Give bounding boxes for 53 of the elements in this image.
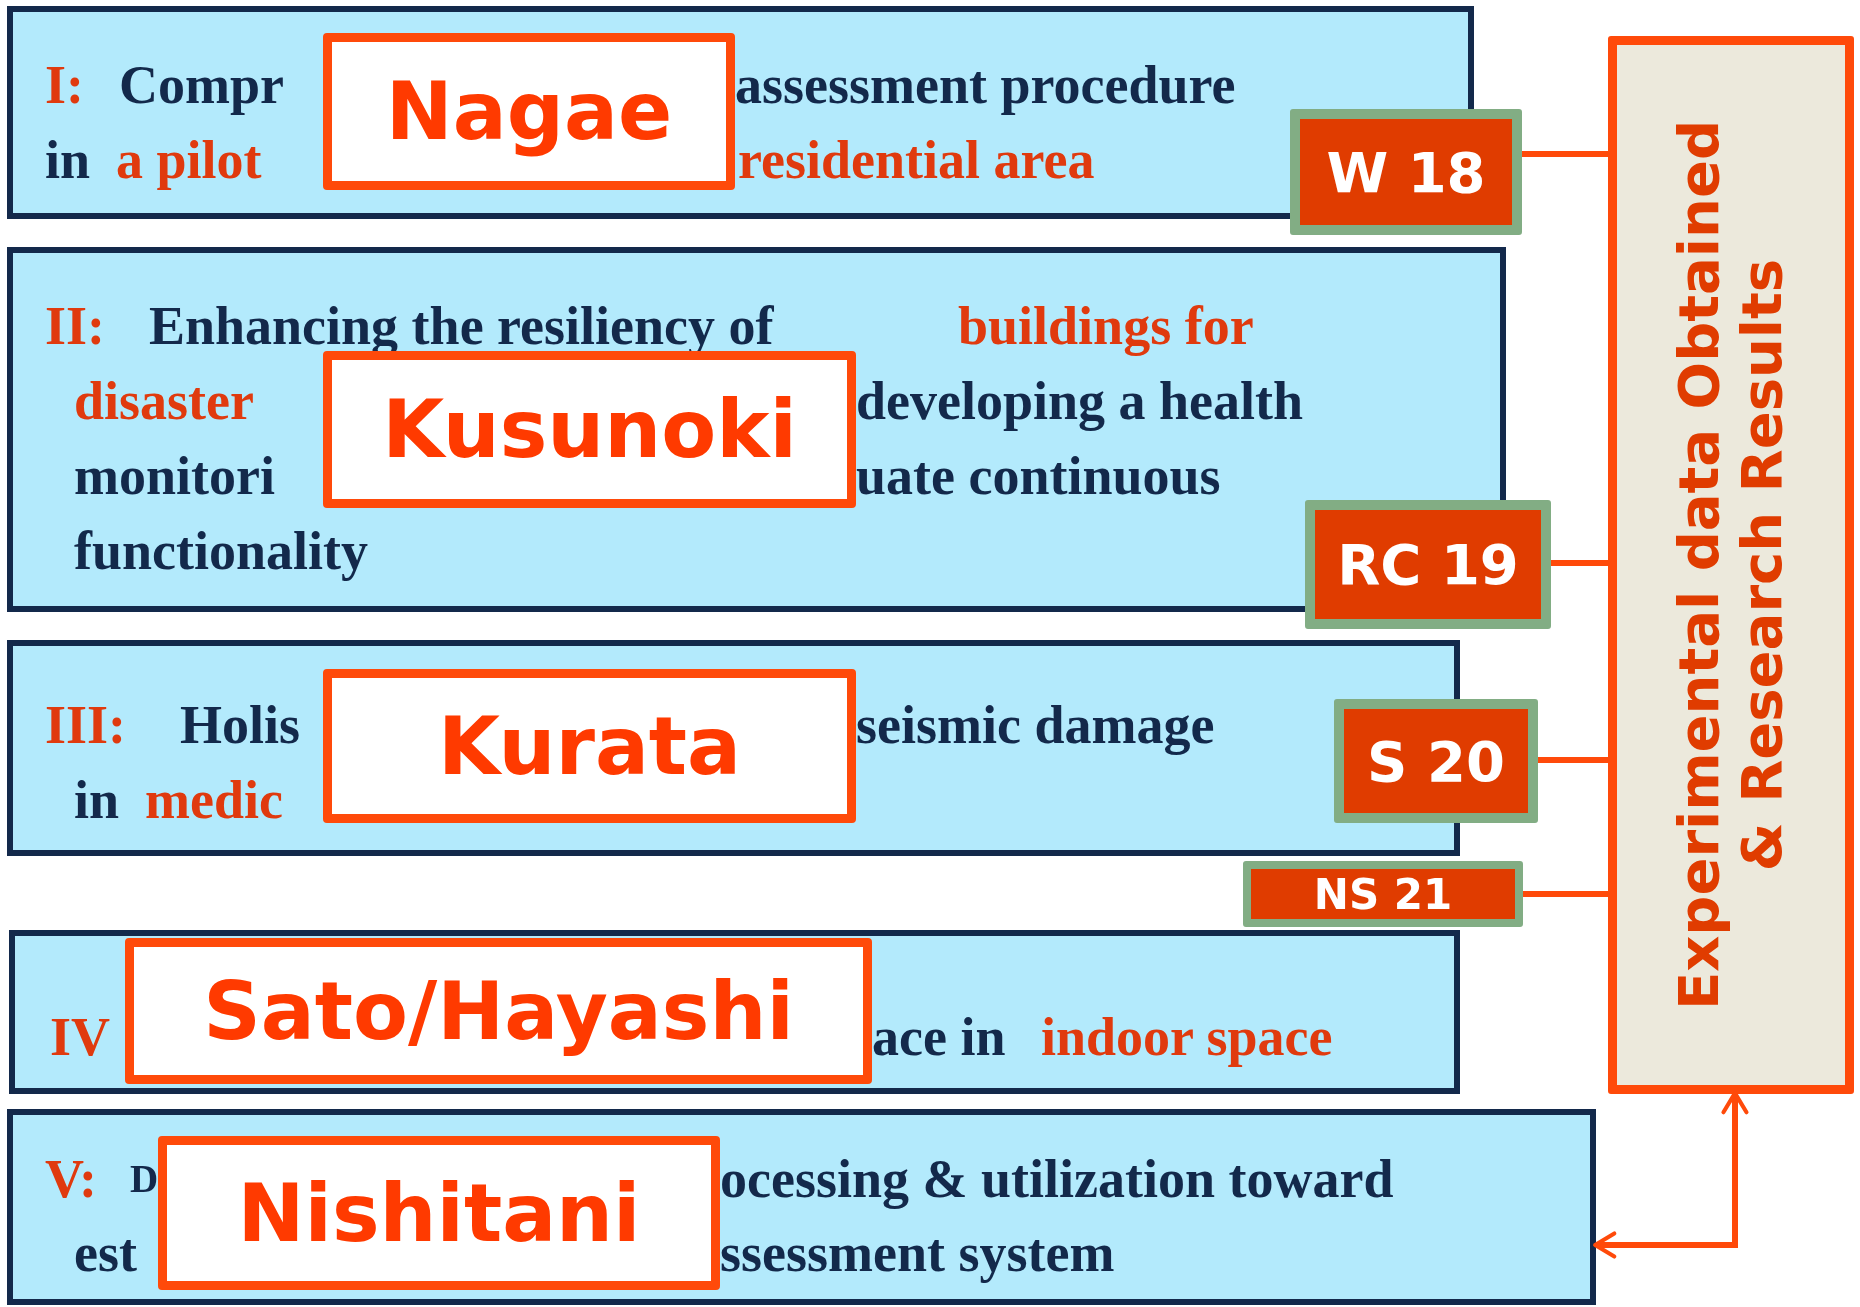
specimen-code: RC 19 — [1337, 532, 1519, 597]
connector-line — [1522, 151, 1608, 157]
topic-text: seismic damage — [856, 695, 1215, 755]
name-box — [125, 938, 872, 1084]
badge-box — [1334, 699, 1538, 823]
topic-text: Holis — [180, 695, 301, 755]
topic-text: Enhancing the resiliency of — [149, 296, 774, 356]
topic-box — [7, 1109, 1596, 1305]
topic-text: IV — [50, 1007, 110, 1067]
topic-text: Compr — [119, 55, 284, 115]
connector-line — [1523, 891, 1608, 897]
topic-text: residential area — [738, 130, 1095, 190]
name-box — [158, 1136, 720, 1290]
topic-text: indoor space — [1041, 1007, 1333, 1067]
topic-text: medic — [145, 770, 283, 830]
topic-text: monitori — [74, 446, 275, 506]
topic-text: functionality — [74, 521, 369, 581]
name-box — [323, 669, 856, 823]
researcher-name: Sato/Hayashi — [203, 964, 794, 1058]
researcher-name: Nagae — [385, 65, 673, 158]
topic-text: D — [130, 1156, 159, 1202]
topic-text: est — [74, 1223, 137, 1283]
topic-text: in — [74, 770, 120, 830]
topic-text: assessment procedure — [735, 55, 1236, 115]
badge-box — [1290, 109, 1522, 235]
results-box — [1608, 36, 1854, 1094]
connector-line — [1538, 757, 1608, 763]
topic-text: in — [45, 130, 91, 190]
name-box — [323, 351, 856, 508]
topic-text: developing a health — [856, 371, 1304, 431]
researcher-name: Nishitani — [237, 1166, 641, 1260]
topic-text: ace in — [872, 1007, 1006, 1067]
topic-text: ocessing & utilization toward — [720, 1149, 1394, 1209]
topic-text: disaster — [74, 371, 254, 431]
topic-text: buildings for — [958, 296, 1254, 356]
topic-text: ssessment system — [720, 1223, 1115, 1283]
badge-box — [1305, 500, 1551, 629]
topic-text: uate continuous — [856, 446, 1221, 506]
topic-text: II: — [45, 296, 105, 356]
connector-line — [1551, 560, 1608, 566]
topic-text: a pilot — [116, 130, 262, 190]
results-label: Experimental data Obtained & Research Results — [1665, 119, 1795, 1012]
topic-text: I: — [45, 55, 84, 115]
specimen-code: W 18 — [1326, 139, 1486, 205]
badge-box — [1243, 861, 1523, 927]
topic-box — [9, 930, 1460, 1094]
researcher-name: Kurata — [437, 699, 742, 793]
specimen-code: S 20 — [1367, 728, 1505, 794]
specimen-code: NS 21 — [1313, 869, 1453, 919]
topic-text: III: — [45, 695, 127, 755]
researcher-name: Kusunoki — [382, 383, 797, 476]
name-box — [323, 33, 735, 190]
topic-text: V: — [45, 1149, 98, 1209]
